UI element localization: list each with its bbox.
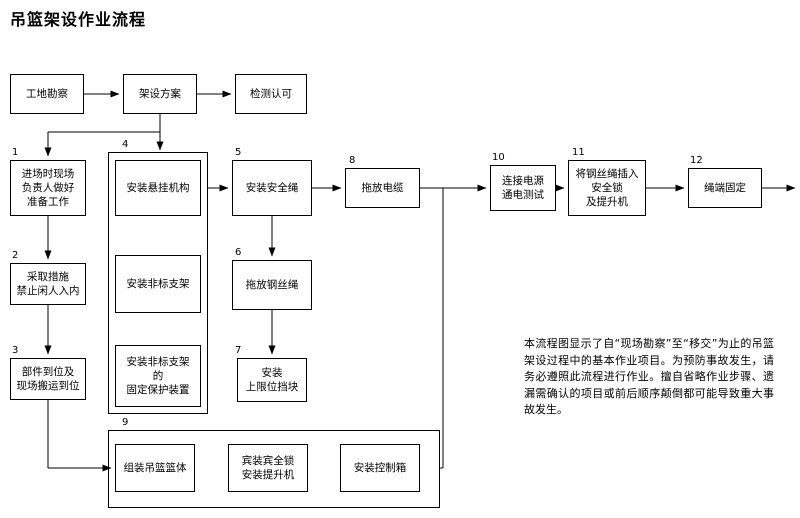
node-label: 绳端固定 [704,181,746,194]
step-number-1: 1 [12,147,19,158]
node-site-survey[interactable]: 工地勘察 [10,74,84,114]
node-step-10[interactable]: 连接电源 通电测试 [490,165,556,211]
node-label: 安装非标支架 的 固定保护装置 [126,355,190,397]
node-label: 安装悬挂机构 [126,181,190,194]
node-step-3[interactable]: 部件到位及 现场搬运到位 [10,358,86,400]
node-step-9b[interactable]: 宾装宾全锁 安装提升机 [228,444,308,492]
node-step-11[interactable]: 将钢丝绳插入 安全锁 及提升机 [568,160,646,216]
node-step-9c[interactable]: 安装控制箱 [340,444,420,492]
node-label: 连接电源 通电测试 [502,174,544,201]
step-number-12: 12 [690,155,703,166]
node-label: 安装非标支架 [126,277,190,290]
node-label: 检测认可 [250,87,292,100]
node-step-4b[interactable]: 安装非标支架 [115,255,201,313]
node-label: 进场时现场 负责人做好 准备工作 [21,167,75,209]
step-number-2: 2 [12,250,19,261]
node-erection-plan[interactable]: 架设方案 [123,74,197,114]
step-number-6: 6 [235,247,242,258]
node-step-8[interactable]: 拖放电缆 [345,168,420,208]
step-number-8: 8 [349,155,356,166]
node-step-5[interactable]: 安装安全绳 [232,160,312,216]
node-label: 组装吊篮篮体 [123,461,187,474]
node-step-4a[interactable]: 安装悬挂机构 [115,160,201,216]
node-step-12[interactable]: 绳端固定 [688,168,762,208]
step-number-3: 3 [12,345,19,356]
page-title: 吊篮架设作业流程 [10,10,147,29]
group-9 [108,430,440,508]
group-4 [108,152,208,414]
node-step-2[interactable]: 采取措施 禁止闲人入内 [10,263,86,305]
node-label: 工地勘察 [26,87,68,100]
node-step-1[interactable]: 进场时现场 负责人做好 准备工作 [10,160,86,216]
footer-note: 本流程图显示了自“现场勘察”至“移交”为止的吊篮架设过程中的基本作业项目。为预防… [524,337,774,416]
node-label: 安装安全绳 [245,181,299,194]
node-label: 将钢丝绳插入 安全锁 及提升机 [575,167,639,209]
node-step-9a[interactable]: 组装吊篮篮体 [115,444,195,492]
node-step-4c[interactable]: 安装非标支架 的 固定保护装置 [115,345,201,407]
node-label: 拖放电缆 [361,181,404,194]
node-inspection-approval[interactable]: 检测认可 [235,74,307,114]
node-label: 部件到位及 现场搬运到位 [16,365,80,392]
node-label: 安装控制箱 [353,461,407,474]
node-label: 宾装宾全锁 安装提升机 [241,454,295,481]
step-number-9: 9 [122,417,129,428]
step-number-10: 10 [492,152,505,163]
node-label: 拖放钢丝绳 [245,278,299,291]
node-label: 安装 上限位挡块 [245,366,299,393]
node-step-6[interactable]: 拖放钢丝绳 [232,260,312,310]
node-step-7[interactable]: 安装 上限位挡块 [237,358,307,402]
step-number-4: 4 [122,139,129,150]
step-number-11: 11 [572,147,585,158]
step-number-5: 5 [235,147,242,158]
node-label: 架设方案 [139,87,181,100]
step-number-7: 7 [235,345,242,356]
node-label: 采取措施 禁止闲人入内 [16,270,80,297]
